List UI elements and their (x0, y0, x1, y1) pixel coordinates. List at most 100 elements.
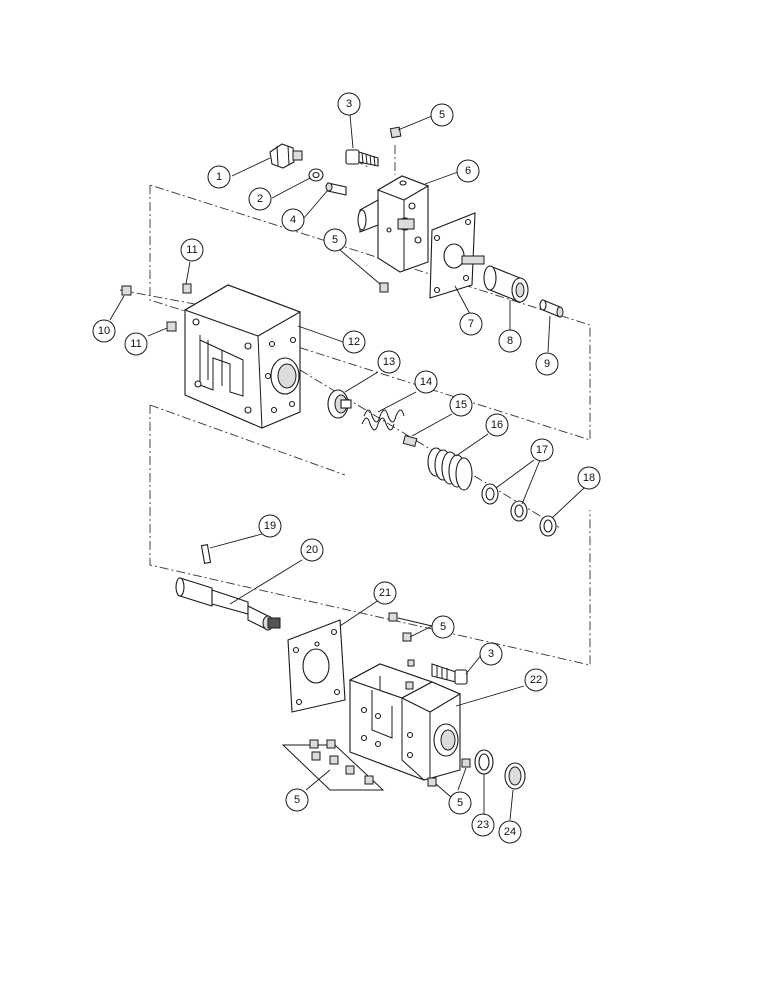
callout-number: 18 (583, 472, 595, 484)
callout-number: 8 (507, 335, 513, 347)
part-rings-lower (474, 749, 526, 790)
callout-11b: 11 (124, 332, 148, 356)
part-bolt-upper (345, 149, 379, 167)
callout-bubble (124, 332, 148, 356)
callout-3b: 3 (479, 642, 503, 666)
callout-24: 24 (498, 820, 522, 844)
callout-bubble (207, 165, 231, 189)
callout-bubble (498, 820, 522, 844)
callout-number: 24 (504, 826, 516, 838)
callout-number: 4 (290, 214, 296, 226)
callout-number: 5 (332, 234, 338, 246)
callout-15: 15 (449, 393, 473, 417)
part-spool (461, 255, 529, 303)
callout-17: 17 (530, 438, 554, 462)
callout-number: 22 (530, 674, 542, 686)
part-plate-lower (281, 739, 385, 791)
callout-13: 13 (377, 350, 401, 374)
callout-9: 9 (535, 352, 559, 376)
callout-bubble (323, 228, 347, 252)
part-bolt-lower (431, 663, 468, 685)
callout-number: 3 (346, 98, 352, 110)
callout-bubble (377, 350, 401, 374)
callout-bubble (535, 352, 559, 376)
callout-bubble (414, 370, 438, 394)
callout-23: 23 (471, 813, 495, 837)
part-roll-pin (200, 543, 212, 565)
callout-number: 1 (216, 171, 222, 183)
callout-bubble (300, 538, 324, 562)
part-setscrews-lower (388, 612, 471, 787)
callout-bubble (498, 329, 522, 353)
callout-bubble (577, 466, 601, 490)
part-spring-small (361, 409, 405, 431)
callout-5c: 5 (431, 615, 455, 639)
callout-number: 15 (455, 399, 467, 411)
callout-number: 12 (348, 336, 360, 348)
part-housing (183, 284, 302, 429)
callout-number: 11 (130, 338, 141, 350)
callout-number: 2 (257, 193, 263, 205)
callout-number: 19 (264, 520, 276, 532)
callout-bubble (430, 103, 454, 127)
callout-11a: 11 (180, 238, 204, 262)
callout-bubble (448, 791, 472, 815)
callout-16: 16 (485, 413, 509, 437)
callout-3a: 3 (337, 92, 361, 116)
callout-5d: 5 (285, 788, 309, 812)
part-shaft (175, 577, 281, 631)
callout-number: 3 (488, 648, 494, 660)
callout-bubble (285, 788, 309, 812)
callout-bubble (431, 615, 455, 639)
callout-number: 6 (465, 165, 471, 177)
callout-18: 18 (577, 466, 601, 490)
callout-number: 16 (491, 419, 503, 431)
callout-2: 2 (248, 187, 272, 211)
callout-bubble (258, 514, 282, 538)
callout-bubble (471, 813, 495, 837)
callout-number: 20 (306, 544, 318, 556)
callout-1: 1 (207, 165, 231, 189)
part-setscrew-top (379, 126, 402, 293)
callout-number: 5 (439, 109, 445, 121)
callout-bubble (485, 413, 509, 437)
callout-bubble (459, 312, 483, 336)
callout-19: 19 (258, 514, 282, 538)
part-fitting (269, 143, 303, 169)
callout-bubble (524, 668, 548, 692)
part-gasket-upper (429, 212, 476, 299)
callout-4: 4 (281, 208, 305, 232)
part-screws-left (121, 283, 192, 332)
callout-number: 5 (294, 794, 300, 806)
callout-bubble (530, 438, 554, 462)
callout-bubble (281, 208, 305, 232)
part-key (402, 434, 418, 448)
part-washer-small (308, 168, 324, 182)
callout-number: 7 (468, 318, 474, 330)
part-gasket-lower (287, 619, 346, 713)
callout-20: 20 (300, 538, 324, 562)
callout-number: 9 (544, 358, 550, 370)
callout-10: 10 (92, 319, 116, 343)
part-pin (325, 182, 347, 196)
callout-bubble (373, 581, 397, 605)
part-spring-large (427, 447, 473, 491)
callout-14: 14 (414, 370, 438, 394)
callout-number: 11 (186, 244, 197, 256)
callout-bubble (180, 238, 204, 262)
callout-22: 22 (524, 668, 548, 692)
callout-5b: 5 (323, 228, 347, 252)
callout-number: 14 (420, 376, 432, 388)
callout-number: 17 (536, 444, 548, 456)
part-valve-body (357, 175, 430, 273)
callout-number: 21 (379, 587, 391, 599)
callout-bubble (449, 393, 473, 417)
part-disc (327, 389, 352, 419)
callout-bubble (456, 159, 480, 183)
callout-bubble (479, 642, 503, 666)
callout-number: 13 (383, 356, 395, 368)
callout-5a: 5 (430, 103, 454, 127)
callout-5e: 5 (448, 791, 472, 815)
part-lower-body (348, 659, 462, 781)
